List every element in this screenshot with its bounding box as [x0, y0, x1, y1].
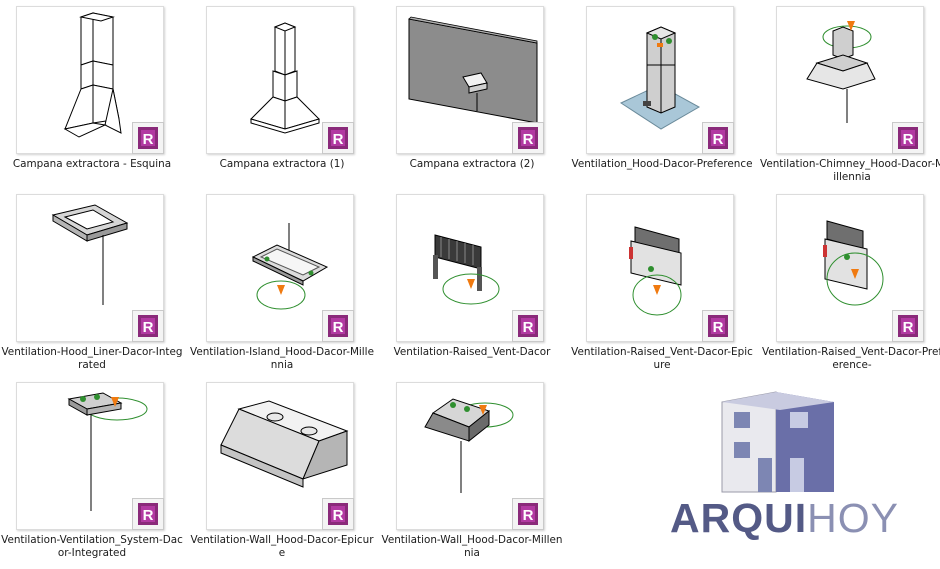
family-item[interactable]: R Campana extractora - Esquina: [0, 2, 184, 188]
svg-text:R: R: [333, 507, 344, 524]
family-item[interactable]: R Ventilation-Ventilation_System-Dacor-I…: [0, 378, 184, 564]
family-item[interactable]: R Ventilation-Raised_Vent-Dacor-Preferen…: [760, 190, 940, 376]
logo-text-hoy: HOY: [807, 495, 899, 541]
family-label: Ventilation-Raised_Vent-Dacor-Preference…: [761, 346, 940, 371]
revit-file-icon: R: [892, 310, 924, 342]
svg-text:R: R: [523, 319, 534, 336]
revit-file-icon: R: [512, 498, 544, 530]
family-label: Ventilation-Wall_Hood-Dacor-Millennia: [381, 534, 563, 559]
island-hood-thumbnail: [251, 223, 329, 310]
svg-text:R: R: [523, 507, 534, 524]
ventilation-system-thumbnail: [67, 392, 148, 511]
thumbnail[interactable]: R: [396, 194, 544, 342]
revit-file-icon: R: [512, 310, 544, 342]
revit-file-icon: R: [322, 498, 354, 530]
family-item[interactable]: R Ventilation-Wall_Hood-Dacor-Millennia: [380, 378, 564, 564]
raised-vent-preference-thumbnail: [823, 220, 884, 306]
building-logo-icon: [721, 391, 834, 493]
svg-text:R: R: [333, 131, 344, 148]
wall-panel-hood-thumbnail: [408, 16, 538, 124]
chimney-hood-thumbnail: [250, 22, 320, 134]
thumbnail[interactable]: R: [776, 194, 924, 342]
revit-file-icon: R: [892, 122, 924, 154]
wall-hood-epicure-thumbnail: [220, 400, 349, 488]
svg-text:R: R: [713, 131, 724, 148]
family-item[interactable]: R Ventilation-Raised_Vent-Dacor: [380, 190, 564, 376]
svg-text:R: R: [143, 319, 154, 336]
svg-text:R: R: [143, 507, 154, 524]
svg-text:R: R: [143, 131, 154, 148]
svg-text:R: R: [903, 131, 914, 148]
revit-file-icon: R: [322, 310, 354, 342]
thumbnail[interactable]: R: [586, 194, 734, 342]
family-item[interactable]: R Ventilation-Wall_Hood-Dacor-Epicure: [190, 378, 374, 564]
island-tower-hood-thumbnail: [619, 26, 701, 130]
family-label: Ventilation-Chimney_Hood-Dacor-Millennia: [760, 158, 940, 183]
family-item[interactable]: R Ventilation-Raised_Vent-Dacor-Epicure: [570, 190, 754, 376]
svg-text:R: R: [903, 319, 914, 336]
family-label: Ventilation-Wall_Hood-Dacor-Epicure: [190, 534, 374, 559]
thumbnail[interactable]: R: [16, 194, 164, 342]
revit-file-icon: R: [132, 498, 164, 530]
revit-file-icon: R: [132, 310, 164, 342]
thumbnail[interactable]: R: [776, 6, 924, 154]
raised-vent-epicure-thumbnail: [629, 226, 682, 316]
thumbnail[interactable]: R: [206, 382, 354, 530]
family-label: Campana extractora (1): [219, 158, 345, 170]
family-item[interactable]: R Ventilation-Hood_Liner-Dacor-Integrate…: [0, 190, 184, 376]
family-item[interactable]: R Campana extractora (1): [190, 2, 374, 188]
svg-text:R: R: [333, 319, 344, 336]
family-item[interactable]: R Ventilation-Island_Hood-Dacor-Millenni…: [190, 190, 374, 376]
family-label: Ventilation-Island_Hood-Dacor-Millennia: [190, 346, 374, 371]
family-item[interactable]: R Ventilation_Hood-Dacor-Preference: [570, 2, 754, 188]
family-label: Campana extractora - Esquina: [12, 158, 172, 170]
revit-file-icon: R: [132, 122, 164, 154]
svg-text:R: R: [523, 131, 534, 148]
thumbnail[interactable]: R: [16, 6, 164, 154]
chimney-hood-gizmo-thumbnail: [806, 21, 876, 123]
raised-vent-thumbnail: [433, 234, 500, 305]
family-label: Ventilation_Hood-Dacor-Preference: [571, 158, 753, 170]
family-label: Campana extractora (2): [409, 158, 535, 170]
arquihoy-logo: ARQUIHOY: [664, 388, 914, 558]
logo-wordmark: ARQUIHOY: [670, 494, 899, 542]
hood-liner-thumbnail: [51, 204, 129, 305]
thumbnail[interactable]: R: [396, 382, 544, 530]
family-label: Ventilation-Hood_Liner-Dacor-Integrated: [1, 346, 183, 371]
thumbnail[interactable]: R: [16, 382, 164, 530]
wall-hood-millennia-thumbnail: [424, 398, 514, 493]
family-label: Ventilation-Raised_Vent-Dacor-Epicure: [571, 346, 753, 371]
corner-hood-thumbnail: [63, 12, 122, 138]
revit-file-icon: R: [512, 122, 544, 154]
thumbnail[interactable]: R: [396, 6, 544, 154]
thumbnail[interactable]: R: [586, 6, 734, 154]
logo-text-arqui: ARQUI: [670, 495, 808, 541]
svg-text:R: R: [713, 319, 724, 336]
thumbnail[interactable]: R: [206, 194, 354, 342]
family-label: Ventilation-Ventilation_System-Dacor-Int…: [1, 534, 183, 559]
revit-file-icon: R: [702, 122, 734, 154]
family-item[interactable]: R Ventilation-Chimney_Hood-Dacor-Millenn…: [760, 2, 940, 188]
revit-file-icon: R: [702, 310, 734, 342]
revit-file-icon: R: [322, 122, 354, 154]
family-item[interactable]: R Campana extractora (2): [380, 2, 564, 188]
family-label: Ventilation-Raised_Vent-Dacor: [393, 346, 551, 358]
thumbnail[interactable]: R: [206, 6, 354, 154]
